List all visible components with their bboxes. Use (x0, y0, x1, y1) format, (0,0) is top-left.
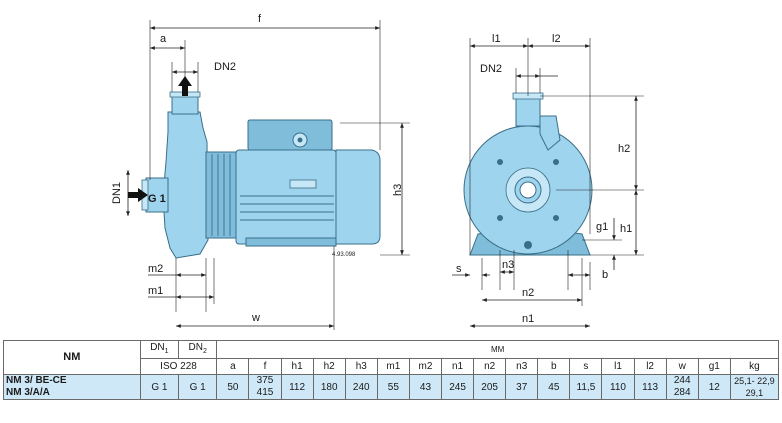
label-h1: h1 (620, 223, 632, 235)
col-m2: m2 (408, 358, 443, 375)
label-b: b (602, 269, 608, 281)
label-n1: n1 (522, 313, 534, 325)
cooling-ribs (211, 154, 231, 236)
cell-kg: 25,1- 22,9 29,1 (729, 374, 780, 400)
label-s: s (456, 263, 462, 275)
cell-m2: 43 (408, 374, 443, 400)
cell-s: 11,5 (569, 374, 603, 400)
cell-w-1: 244 (673, 375, 691, 386)
cell-f-1: 375 (256, 375, 274, 386)
label-n3: n3 (502, 259, 514, 271)
label-f: f (258, 13, 262, 25)
col-b: b (537, 358, 571, 375)
col-n3: n3 (505, 358, 539, 375)
discharge-arrow-icon (178, 76, 192, 96)
front-view: l1 l2 DN2 h2 h1 g1 s n3 (452, 33, 644, 328)
bracket (205, 151, 237, 239)
col-n2: n2 (473, 358, 507, 375)
cell-l2: 113 (633, 374, 667, 400)
cell-h2: 180 (312, 374, 346, 400)
cell-n3: 37 (505, 374, 539, 400)
header-nm: NM (3, 340, 141, 375)
col-h3: h3 (344, 358, 378, 375)
side-view: 4.93.098 f a DN2 DN1 G 1 h3 m2 (111, 13, 410, 330)
fan-cover (335, 149, 381, 245)
cell-w: 244 284 (665, 374, 699, 400)
label-w: w (251, 312, 260, 324)
col-l2: l2 (633, 358, 667, 375)
cell-m1: 55 (376, 374, 410, 400)
label-dn2-side: DN2 (214, 61, 236, 73)
cell-h1: 112 (280, 374, 314, 400)
col-f: f (248, 358, 282, 375)
col-n1: n1 (440, 358, 475, 375)
motor-plate-text: 4.93.098 (332, 252, 356, 258)
label-g1-side: G 1 (148, 193, 166, 205)
label-m2: m2 (148, 263, 163, 275)
col-g1: g1 (697, 358, 731, 375)
col-s: s (569, 358, 603, 375)
cell-n1: 245 (440, 374, 475, 400)
model-name-2: NM 3/A/A (6, 387, 50, 398)
cell-h3: 240 (344, 374, 378, 400)
discharge-port (171, 94, 199, 115)
label-h2: h2 (618, 143, 630, 155)
label-dn1: DN1 (111, 182, 123, 204)
header-iso: ISO 228 (139, 358, 218, 375)
suction-arrow-icon (128, 188, 148, 202)
cell-f-2: 415 (256, 387, 274, 398)
cell-w-2: 284 (673, 387, 691, 398)
label-g1-front: g1 (596, 221, 608, 233)
cell-a: 50 (216, 374, 250, 400)
model-name-1: NM 3/ BE-CE (6, 375, 67, 386)
cell-l1: 110 (601, 374, 635, 400)
label-n2: n2 (522, 287, 534, 299)
cell-f: 375 415 (248, 374, 282, 400)
model-cell: NM 3/ BE-CE NM 3/A/A (3, 374, 141, 400)
pump-volute (162, 111, 209, 259)
col-l1: l1 (601, 358, 635, 375)
header-mm: MM (216, 340, 779, 359)
col-m1: m1 (376, 358, 410, 375)
header-dn2: DN2 (178, 340, 218, 359)
label-h3: h3 (392, 184, 404, 196)
label-a: a (160, 33, 167, 45)
col-w: w (665, 358, 699, 375)
col-h1: h1 (280, 358, 314, 375)
cell-kg-1: 25,1- 22,9 (734, 376, 775, 386)
cell-g1: 12 (697, 374, 731, 400)
specification-table: NM DN1 DN2 MM ISO 228 a f h1 h2 h3 m1 m2… (3, 340, 780, 400)
label-dn2-front: DN2 (480, 63, 502, 75)
cell-n2: 205 (473, 374, 507, 400)
motor-body (235, 149, 337, 245)
cell-kg-2: 29,1 (745, 388, 764, 398)
col-a: a (216, 358, 250, 375)
cell-dn2: G 1 (178, 374, 218, 400)
cell-dn1: G 1 (139, 374, 180, 400)
technical-drawing: 4.93.098 f a DN2 DN1 G 1 h3 m2 (111, 13, 644, 330)
label-m1: m1 (148, 285, 163, 297)
label-l2: l2 (552, 33, 561, 45)
cell-b: 45 (537, 374, 571, 400)
table-row: NM 3/ BE-CE NM 3/A/A G 1 G 1 50 375 415 … (3, 374, 780, 400)
front-outlet (515, 95, 541, 127)
col-h2: h2 (312, 358, 346, 375)
col-kg: kg (729, 358, 780, 375)
motor-ribs (240, 195, 334, 221)
label-l1: l1 (492, 33, 501, 45)
header-dn1: DN1 (139, 340, 180, 359)
